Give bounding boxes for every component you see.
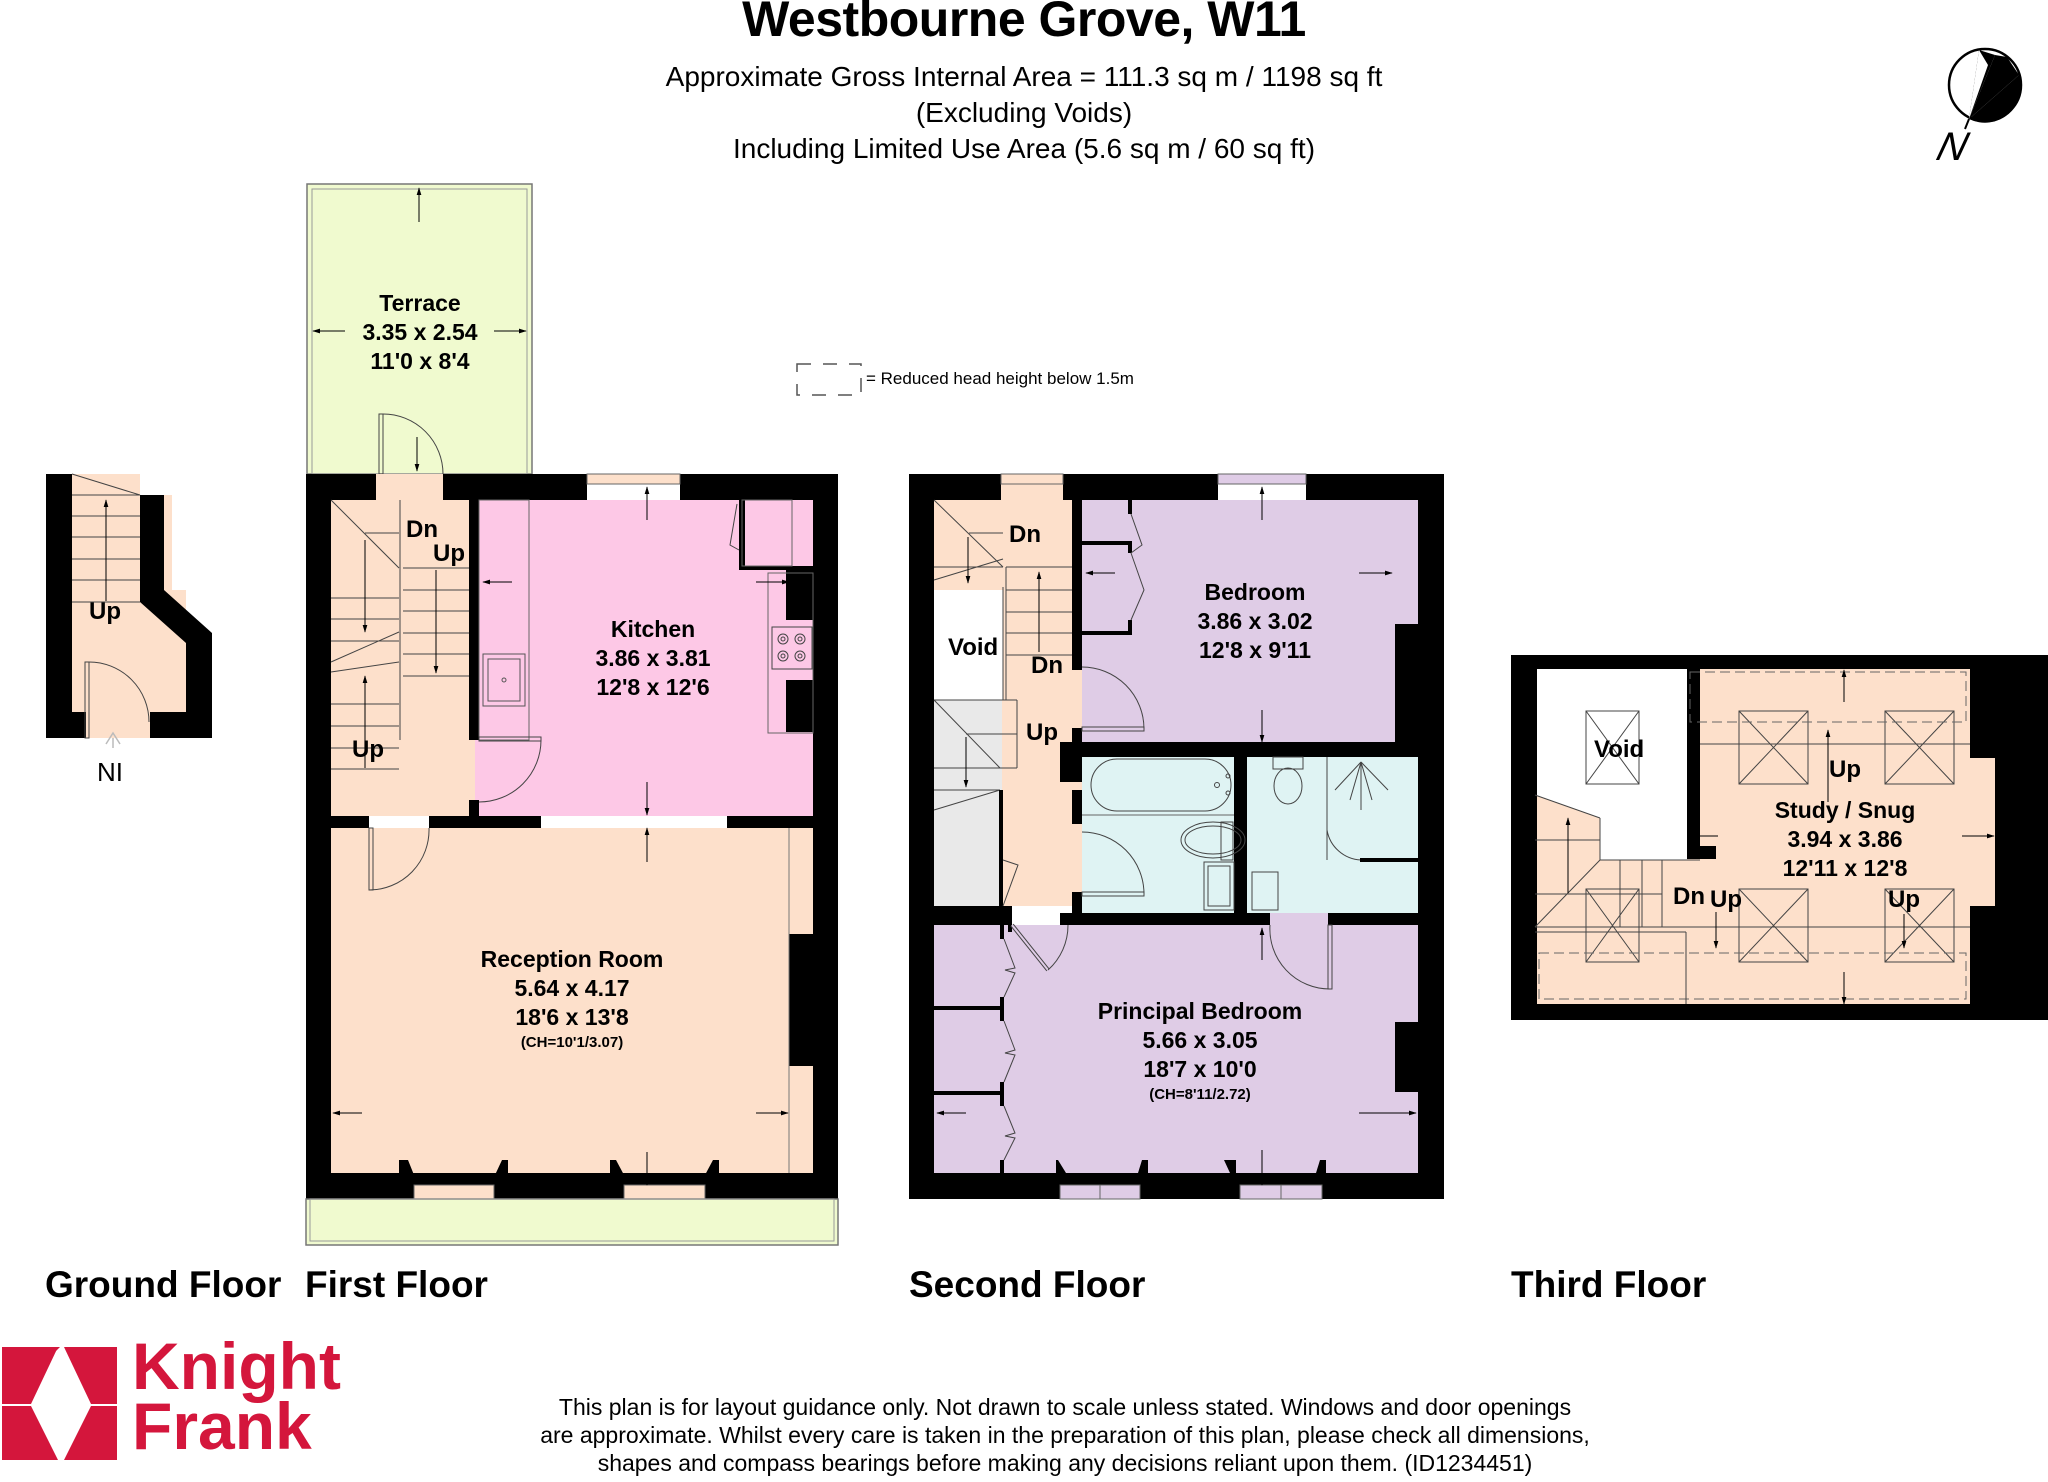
brand-logo-text: Knight Frank: [132, 1329, 341, 1463]
room-imperial: 12'8 x 12'6: [596, 674, 710, 700]
room-bedroom: Bedroom 3.86 x 3.02 12'8 x 9'11: [1165, 578, 1345, 665]
third-floor-up-label-2: Up: [1829, 756, 1861, 783]
floor-label-ground: Ground Floor: [45, 1264, 282, 1305]
room-name: Principal Bedroom: [1097, 998, 1303, 1024]
third-floor-up-label-3: Up: [1888, 886, 1920, 913]
second-floor-dn-label-2: Dn: [1031, 652, 1063, 679]
first-floor-up-label-2: Up: [352, 736, 384, 763]
room-ceiling-height: (CH=10'1/3.07): [520, 1034, 624, 1051]
first-floor-up-label: Up: [433, 540, 465, 567]
limited-use-area: Including Limited Use Area (5.6 sq m / 6…: [732, 133, 1316, 164]
room-kitchen: Kitchen 3.86 x 3.81 12'8 x 12'6: [563, 615, 743, 702]
room-imperial: 11'0 x 8'4: [370, 348, 470, 374]
room-metric: 3.86 x 3.81: [595, 645, 711, 671]
room-name: Bedroom: [1204, 579, 1306, 605]
third-floor-dn-label: Dn: [1673, 883, 1705, 910]
disclaimer-line-3: shapes and compass bearings before makin…: [597, 1450, 1533, 1476]
room-metric: 3.35 x 2.54: [362, 319, 478, 345]
room-imperial: 12'8 x 9'11: [1199, 637, 1311, 663]
third-floor-up-label: Up: [1710, 886, 1742, 913]
room-terrace: Terrace 3.35 x 2.54 11'0 x 8'4: [330, 289, 510, 376]
room-principal-bedroom: Principal Bedroom 5.66 x 3.05 18'7 x 10'…: [1070, 997, 1330, 1106]
second-floor-void-label: Void: [948, 634, 999, 661]
room-name: Study / Snug: [1774, 797, 1916, 823]
entrance-label: NI: [97, 757, 123, 787]
ground-floor-up-label: Up: [89, 598, 121, 625]
third-floor-plan: [1511, 655, 2048, 1020]
knight-frank-logo-mark: [2, 1347, 117, 1460]
room-metric: 3.86 x 3.02: [1197, 608, 1313, 634]
excluding-voids: (Excluding Voids): [915, 97, 1133, 128]
floor-label-third: Third Floor: [1511, 1264, 1707, 1305]
room-study-snug: Study / Snug 3.94 x 3.86 12'11 x 12'8: [1740, 796, 1950, 883]
room-name: Reception Room: [480, 946, 664, 972]
brand-line-2: Frank: [132, 1389, 312, 1463]
disclaimer-line-1: This plan is for layout guidance only. N…: [558, 1394, 1572, 1420]
room-imperial: 18'7 x 10'0: [1143, 1056, 1257, 1082]
gross-area: Approximate Gross Internal Area = 111.3 …: [665, 61, 1383, 92]
brand-line-1: Knight: [132, 1329, 341, 1403]
room-metric: 5.64 x 4.17: [514, 975, 630, 1001]
room-imperial: 18'6 x 13'8: [515, 1004, 629, 1030]
disclaimer-line-2: are approximate. Whilst every care is ta…: [540, 1422, 1590, 1448]
first-floor-plan: [305, 183, 839, 1246]
room-metric: 5.66 x 3.05: [1142, 1027, 1258, 1053]
floor-label-second: Second Floor: [909, 1264, 1146, 1305]
floor-label-first: First Floor: [305, 1264, 488, 1305]
room-metric: 3.94 x 3.86: [1787, 826, 1903, 852]
second-floor-up-label: Up: [1026, 719, 1058, 746]
first-floor-dn-label: Dn: [406, 516, 438, 543]
second-floor-plan: [909, 473, 1444, 1200]
disclaimer: This plan is for layout guidance only. N…: [470, 1393, 1660, 1477]
ground-floor-plan: [46, 473, 212, 748]
room-name: Kitchen: [610, 616, 696, 642]
third-floor-void-label: Void: [1594, 736, 1645, 763]
second-floor-dn-label: Dn: [1009, 521, 1041, 548]
room-name: Terrace: [379, 290, 461, 316]
room-ceiling-height: (CH=8'11/2.72): [1149, 1086, 1251, 1103]
room-imperial: 12'11 x 12'8: [1782, 855, 1908, 881]
legend-text: = Reduced head height below 1.5m: [866, 369, 1134, 388]
room-reception: Reception Room 5.64 x 4.17 18'6 x 13'8 (…: [457, 945, 687, 1054]
plan-title: Westbourne Grove, W11: [742, 0, 1306, 47]
